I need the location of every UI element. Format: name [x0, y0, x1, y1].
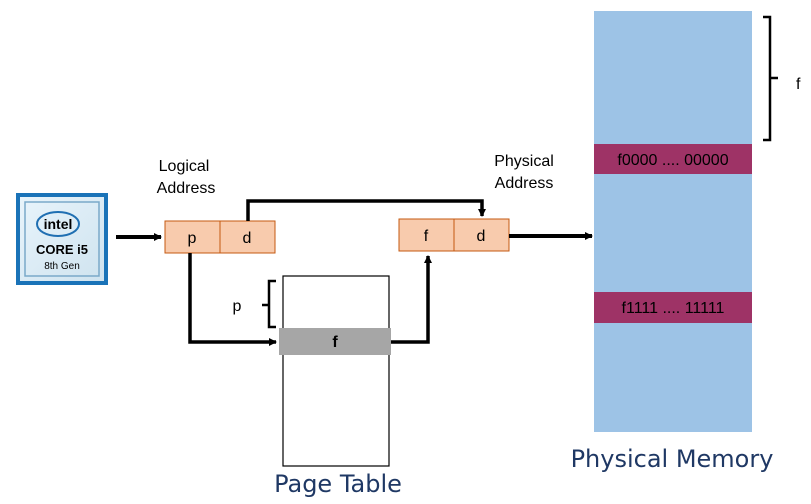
physical-address-label-line1: Physical [494, 153, 554, 170]
logical-address-box: p d [164, 220, 276, 254]
page-table-entry [279, 328, 391, 355]
logical-d-text: d [243, 230, 252, 247]
logical-p-text: p [188, 230, 197, 247]
physical-f-cell [398, 218, 455, 252]
page-index-brace [262, 279, 276, 329]
page-number-to-table-arrow [188, 253, 277, 346]
logical-p-cell [164, 220, 221, 254]
cpu-badge-icon: intel CORE i5 8th Gen [16, 193, 108, 285]
physical-f-text: f [424, 228, 429, 245]
frame-start-text: f0000 .... 00000 [617, 152, 728, 169]
frame-start-band [594, 144, 752, 174]
physical-memory-title: Physical Memory [571, 445, 774, 473]
page-table-entry-text: f [332, 334, 338, 351]
frame-label: f [796, 76, 801, 93]
physical-memory [594, 11, 752, 432]
page-table [282, 275, 390, 467]
cpu-line1: CORE i5 [36, 242, 88, 257]
cpu-brand: intel [44, 216, 73, 232]
logical-address-label-line1: Logical [159, 158, 210, 175]
physical-address-box: f d [398, 218, 510, 252]
physical-address-label-line2: Address [495, 175, 554, 192]
logical-d-cell [219, 220, 276, 254]
frame-to-physical-arrow [391, 255, 432, 344]
frame-brace [763, 15, 778, 142]
logical-address-label-line2: Address [157, 180, 216, 197]
offset-connector-arrow [246, 199, 486, 221]
cpu-line2: 8th Gen [44, 261, 80, 272]
page-table-title: Page Table [274, 470, 402, 498]
frame-end-band [594, 292, 752, 323]
physical-d-text: d [477, 228, 486, 245]
frame-end-text: f1111 .... 11111 [622, 300, 725, 317]
page-index-label: p [233, 298, 242, 315]
